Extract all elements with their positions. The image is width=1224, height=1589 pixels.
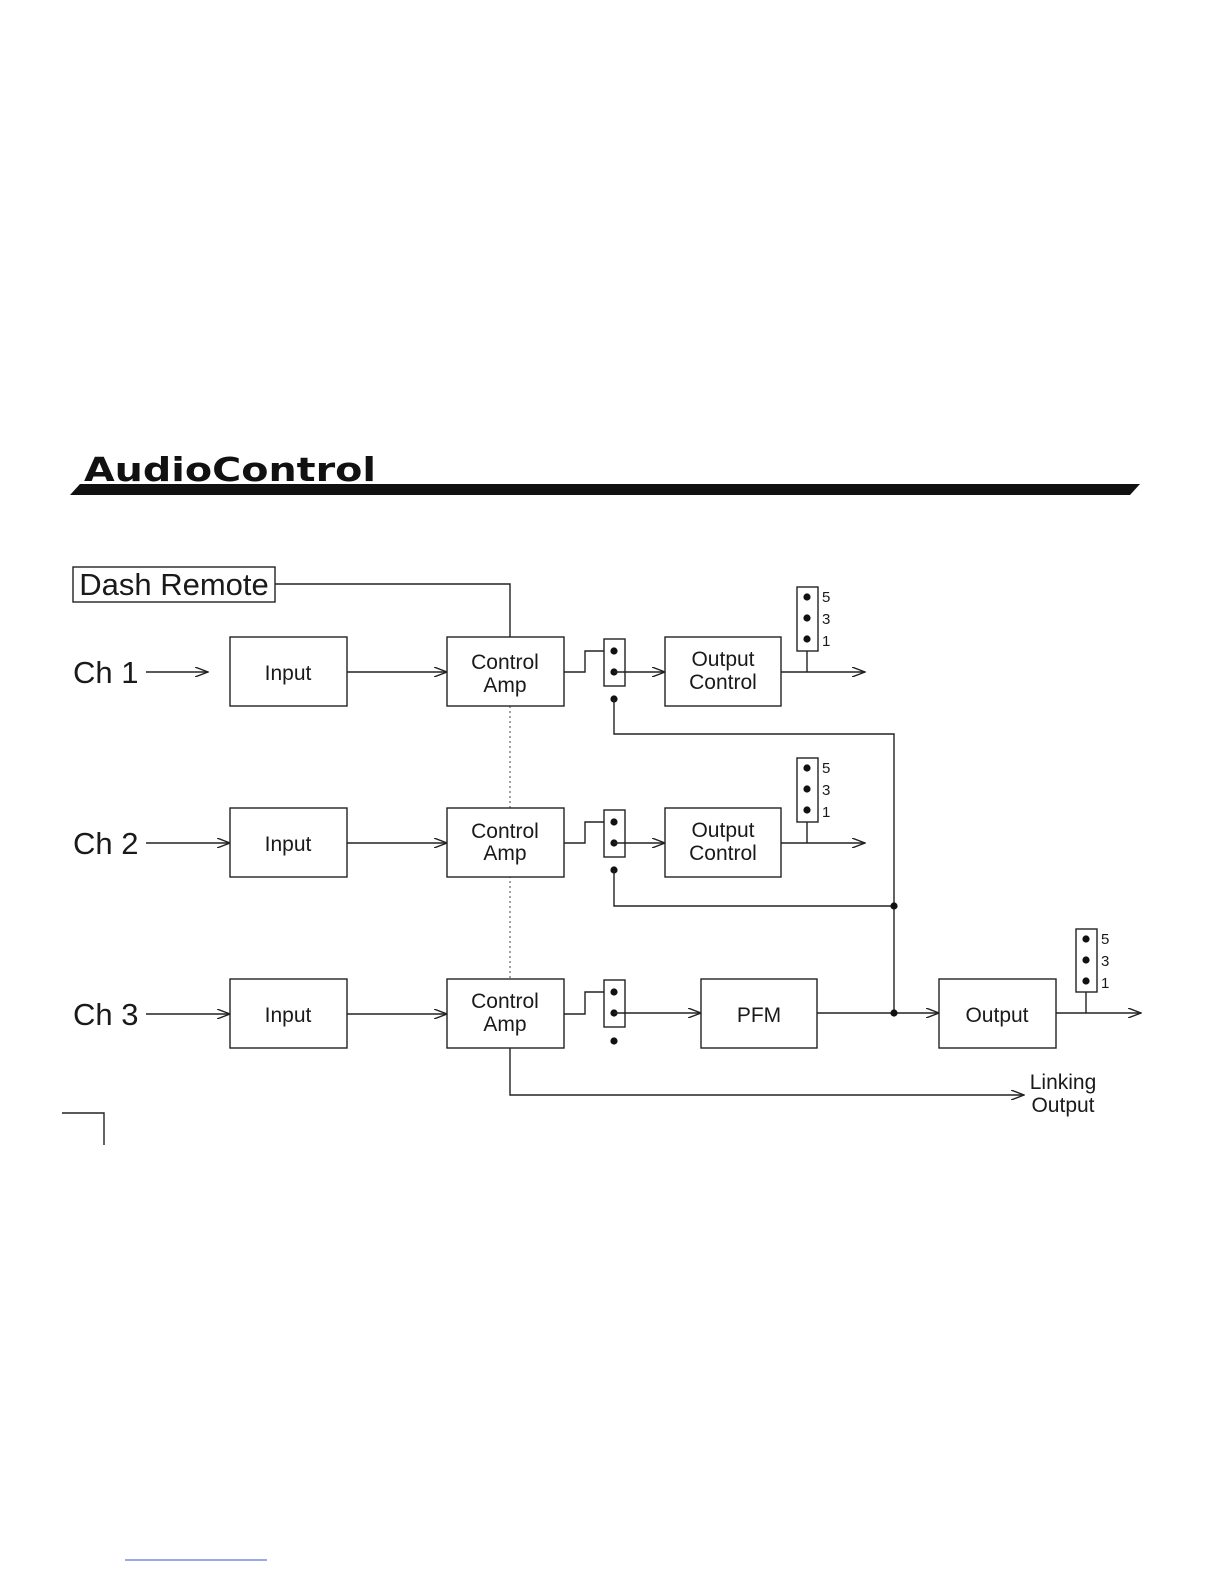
ch2-out-label-line2: Control: [689, 842, 757, 865]
ch1-out-label-line1: Output: [691, 648, 754, 671]
ch1-jumper-dot-1: [803, 635, 810, 642]
ch2-jumper-pin-5: 5: [822, 760, 830, 777]
ch1-jumper-dot-5: [803, 593, 810, 600]
ch3-selector-switch: [604, 980, 625, 1027]
sum-junction-dot: [890, 1009, 897, 1016]
linking-output-wire: [510, 1048, 1024, 1095]
ch2-input-label: Input: [265, 833, 312, 856]
channel-3-label: Ch 3: [73, 997, 138, 1032]
ch2-switch-dot-top: [610, 818, 617, 825]
brand-logo: AudioControl: [84, 450, 376, 489]
ch1-jumper-pin-1: 1: [822, 633, 830, 650]
ch1-switch-dot-top: [610, 647, 617, 654]
ch2-selector-switch: [604, 810, 625, 857]
ch2-jumper-dot-1: [803, 806, 810, 813]
output-label: Output: [965, 1004, 1028, 1027]
channel-1: Ch 1 Input Control Amp Output Control 5 …: [73, 587, 894, 1013]
ch1-input-label: Input: [265, 662, 312, 685]
ch2-amp-label-line1: Control: [471, 820, 539, 843]
ch2-amp-label-line2: Amp: [483, 842, 526, 865]
channel-3: Ch 3 Input Control Amp PFM Output 5 3 1: [73, 929, 1141, 1048]
header-bar: [70, 484, 1140, 495]
ch3-input-label: Input: [265, 1004, 312, 1027]
ch1-selector-switch: [604, 639, 625, 686]
channel-2-label: Ch 2: [73, 826, 138, 861]
ch3-amp-label-line2: Amp: [483, 1013, 526, 1036]
ch3-switch-dot-bottom: [610, 1037, 617, 1044]
ch3-jumper-dot-1: [1082, 977, 1089, 984]
ch2-jumper-pin-3: 3: [822, 782, 830, 799]
ch3-jumper-pin-5: 5: [1101, 931, 1109, 948]
channel-1-label: Ch 1: [73, 655, 138, 690]
ch3-jumper-dot-5: [1082, 935, 1089, 942]
dash-remote: Dash Remote: [73, 567, 510, 980]
header: AudioControl: [70, 450, 1140, 495]
ch3-jumper-pin-1: 1: [1101, 975, 1109, 992]
ch2-jumper-dot-3: [803, 785, 810, 792]
ch3-amp-label-line1: Control: [471, 990, 539, 1013]
ch1-amp-label-line2: Amp: [483, 674, 526, 697]
ch3-switch-dot-top: [610, 988, 617, 995]
ch3-jumper-pin-3: 3: [1101, 953, 1109, 970]
ch2-out-label-line1: Output: [691, 819, 754, 842]
ch1-jumper-pin-3: 3: [822, 611, 830, 628]
ch1-out-label-line2: Control: [689, 671, 757, 694]
linking-output: Linking Output: [510, 1048, 1096, 1117]
dash-remote-label: Dash Remote: [79, 567, 269, 602]
crop-mark: [62, 1113, 104, 1145]
pfm-label: PFM: [737, 1004, 781, 1027]
ch3-jumper-dot-3: [1082, 956, 1089, 963]
ch2-jumper-dot-5: [803, 764, 810, 771]
remote-link-wire: [275, 584, 510, 637]
bus-junction-dot: [890, 902, 897, 909]
linking-output-label-line1: Linking: [1030, 1071, 1097, 1094]
linking-output-label-line2: Output: [1031, 1094, 1094, 1117]
ch1-amp-label-line1: Control: [471, 651, 539, 674]
ch1-jumper-dot-3: [803, 614, 810, 621]
ch1-jumper-pin-5: 5: [822, 589, 830, 606]
channel-2: Ch 2 Input Control Amp Output Control 5 …: [73, 758, 898, 910]
ch2-jumper-pin-1: 1: [822, 804, 830, 821]
